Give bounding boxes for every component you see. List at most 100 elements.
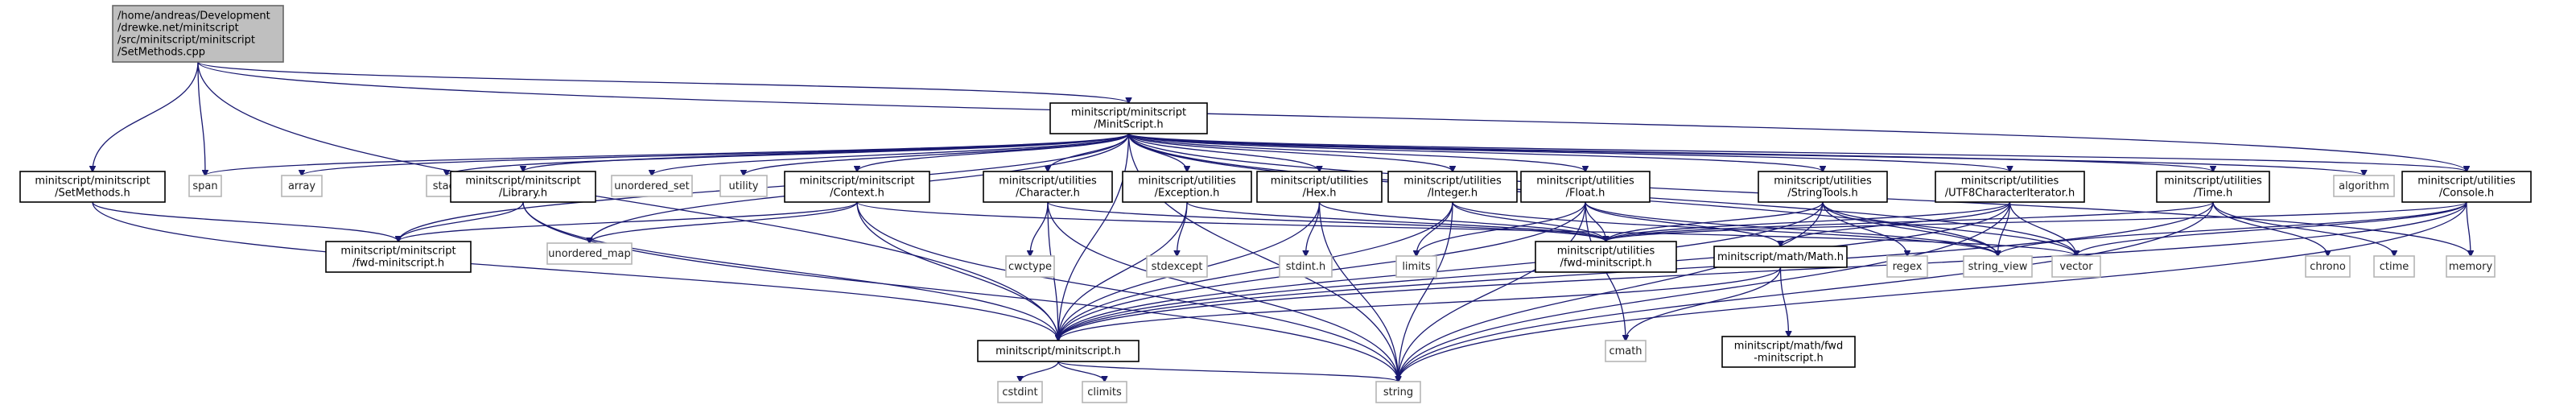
- node-box: [1375, 381, 1421, 403]
- node-minitscript_main[interactable]: minitscript/minitscript/MinitScript.h: [1049, 102, 1208, 134]
- node-time_h[interactable]: minitscript/utilities/Time.h: [2156, 171, 2270, 203]
- node-stdint_h: stdint.h: [1279, 255, 1333, 278]
- node-character_h[interactable]: minitscript/utilities/Character.h: [983, 171, 1113, 203]
- node-math_fwd_h[interactable]: minitscript/math/fwd-minitscript.h: [1721, 336, 1856, 368]
- node-integer_h[interactable]: minitscript/utilities/Integer.h: [1387, 171, 1518, 203]
- edge-utf8_h-to-string_view: [1998, 201, 2011, 256]
- node-string: string: [1375, 381, 1421, 403]
- node-label-line: unordered_map: [548, 248, 631, 260]
- node-box: [1256, 171, 1383, 203]
- node-label-line: regex: [1893, 261, 1923, 273]
- node-math_h[interactable]: minitscript/math/Math.h: [1713, 246, 1848, 268]
- node-utilities_fwd_h[interactable]: minitscript/utilities/fwd-minitscript.h: [1535, 241, 1677, 273]
- node-label-line: minitscript/utilities: [999, 176, 1097, 188]
- node-label-line: minitscript/utilities: [2164, 176, 2262, 188]
- node-label-line: /Hex.h: [1303, 188, 1337, 200]
- edge-integer_h-to-minitscript_h: [1058, 201, 1453, 341]
- node-box: [1713, 246, 1848, 268]
- edge-minitscript_main-to-algorithm: [1127, 133, 2364, 176]
- edge-setmethods_h-to-minitscript_h: [92, 201, 1058, 341]
- node-box: [977, 340, 1140, 362]
- node-label-line: ctime: [2380, 261, 2409, 273]
- edge-minitscript_main-to-integer_h: [1127, 133, 1453, 171]
- node-label-line: /Library.h: [499, 188, 547, 200]
- node-minitscript_h[interactable]: minitscript/minitscript.h: [977, 340, 1140, 362]
- edge-integer_h-to-utilities_fwd_h: [1452, 201, 1606, 242]
- edge-setmethods_cpp-to-setmethods_h: [93, 61, 199, 171]
- edge-hex_h-to-string: [1318, 201, 1399, 382]
- node-setmethods_h[interactable]: minitscript/minitscript/SetMethods.h: [19, 171, 166, 203]
- node-label-line: minitscript/utilities: [2417, 176, 2516, 188]
- edge-float_h-to-math_h: [1585, 201, 1781, 246]
- node-box: [1721, 336, 1856, 368]
- edge-minitscript_h-to-climits: [1057, 361, 1105, 382]
- node-box: [2373, 255, 2415, 278]
- edge-setmethods_cpp-to-minitscript_main: [197, 61, 1129, 103]
- edge-utf8_h-to-math_h: [1781, 201, 2011, 246]
- edge-console_h-to-string: [1399, 201, 2467, 382]
- node-box: [112, 5, 284, 63]
- node-label-line: /home/andreas/Development: [117, 10, 270, 23]
- edge-math_h-to-minitscript_h: [1058, 266, 1782, 341]
- node-label-line: stdint.h: [1286, 261, 1325, 273]
- node-label-line: minitscript/minitscript: [1071, 107, 1186, 119]
- edge-float_h-to-string_view: [1585, 201, 1998, 256]
- node-console_h[interactable]: minitscript/utilities/Console.h: [2401, 171, 2532, 203]
- edge-minitscript_main-to-context_h: [857, 133, 1130, 171]
- edge-stringtools_h-to-string: [1399, 201, 1824, 382]
- node-label-line: /fwd-minitscript.h: [352, 258, 444, 270]
- node-stringtools_h[interactable]: minitscript/utilities/StringTools.h: [1758, 171, 1888, 203]
- edge-stringtools_h-to-utilities_fwd_h: [1606, 201, 1824, 242]
- node-box: [997, 381, 1043, 403]
- node-exception_h[interactable]: minitscript/utilities/Exception.h: [1122, 171, 1252, 203]
- node-label-line: /SetMethods.h: [55, 188, 130, 200]
- node-label-line: cmath: [1609, 345, 1642, 357]
- node-hex_h[interactable]: minitscript/utilities/Hex.h: [1256, 171, 1383, 203]
- node-label-line: minitscript/utilities: [1271, 176, 1369, 188]
- node-setmethods_cpp[interactable]: /home/andreas/Development/drewke.net/min…: [112, 5, 284, 63]
- node-limits: limits: [1395, 255, 1437, 278]
- edges-layer: [92, 61, 2471, 382]
- node-label-line: cstdint: [1002, 386, 1037, 399]
- node-label-line: string: [1383, 386, 1413, 399]
- node-memory: memory: [2446, 255, 2496, 278]
- edge-character_h-to-utilities_fwd_h: [1047, 201, 1606, 242]
- edge-console_h-to-string_view: [1998, 201, 2467, 256]
- node-library_h[interactable]: minitscript/minitscript/Library.h: [450, 171, 596, 203]
- edge-exception_h-to-utilities_fwd_h: [1186, 201, 1606, 242]
- node-float_h[interactable]: minitscript/utilities/Float.h: [1520, 171, 1651, 203]
- node-label-line: /Integer.h: [1428, 188, 1478, 200]
- node-box: [1387, 171, 1518, 203]
- node-box: [719, 175, 768, 197]
- node-context_h[interactable]: minitscript/minitscript/Context.h: [784, 171, 930, 203]
- edge-minitscript_main-to-hex_h: [1127, 133, 1320, 171]
- node-box: [2446, 255, 2496, 278]
- node-box: [1082, 381, 1127, 403]
- edge-minitscript_main-to-stringtools_h: [1127, 133, 1824, 171]
- edge-minitscript_main-to-utf8_h: [1127, 133, 2010, 171]
- node-label-line: minitscript/minitscript: [340, 246, 455, 258]
- node-box: [983, 171, 1113, 203]
- node-label-line: minitscript/math/fwd: [1734, 341, 1843, 353]
- edge-integer_h-to-string: [1399, 201, 1453, 382]
- node-utf8_h[interactable]: minitscript/utilities/UTF8CharacterItera…: [1935, 171, 2085, 203]
- edge-minitscript_main-to-minitscript_h: [1058, 133, 1130, 341]
- node-box: [1886, 255, 1928, 278]
- node-box: [1758, 171, 1888, 203]
- node-label-line: vector: [2059, 261, 2093, 273]
- edge-minitscript_main-to-float_h: [1127, 133, 1586, 171]
- node-box: [188, 175, 222, 197]
- edge-float_h-to-string: [1399, 201, 1586, 382]
- node-label-line: -minitscript.h: [1754, 353, 1824, 365]
- edge-library_h-to-minitscript_h: [522, 201, 1058, 341]
- edge-math_h-to-math_fwd_h: [1779, 266, 1789, 337]
- node-fwd_minitscript_h[interactable]: minitscript/minitscript/fwd-minitscript.…: [325, 241, 472, 273]
- edge-library_h-to-fwd_minitscript_h: [398, 201, 524, 242]
- edge-math_h-to-cmath: [1626, 266, 1782, 341]
- node-label-line: minitscript/utilities: [1536, 176, 1634, 188]
- node-label-line: /fwd-minitscript.h: [1560, 258, 1651, 270]
- edge-minitscript_main-to-unordered_set: [652, 133, 1130, 176]
- node-box: [1535, 241, 1677, 273]
- node-label-line: /Time.h: [2194, 188, 2233, 200]
- edge-console_h-to-minitscript_h: [1058, 201, 2467, 341]
